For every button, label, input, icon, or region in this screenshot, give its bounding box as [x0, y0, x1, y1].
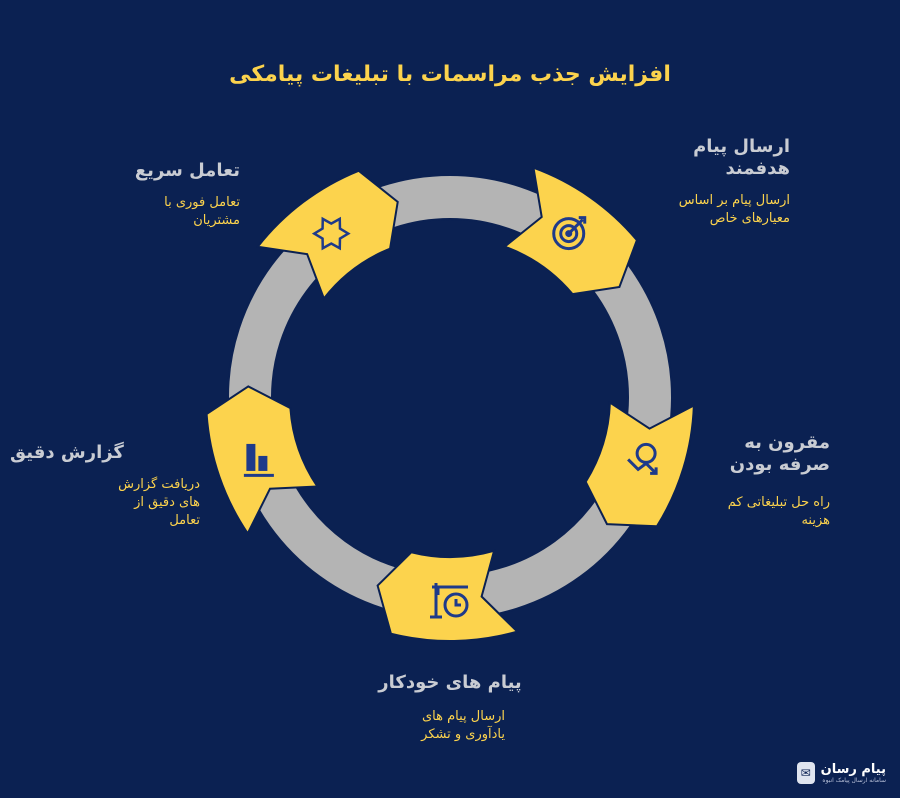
burst — [311, 216, 351, 251]
step-heading: مقرون به صرفه بودن — [729, 432, 830, 475]
bar — [246, 443, 256, 471]
arrow — [567, 216, 587, 235]
brand-logo: پیام رسان سامانه ارسال پیامک انبوه ✉ — [796, 762, 886, 784]
step-desc: ارسال پیام بر اساس معیارهای خاص — [678, 193, 790, 226]
step-3: پیام های خودکار ارسال پیام های یادآوری و… — [350, 672, 550, 744]
step-tab — [255, 169, 399, 301]
step-tab — [376, 549, 520, 642]
target-ring — [552, 217, 586, 251]
step-2: مقرون به صرفه بودن راه حل تبلیغاتی کم هز… — [630, 432, 830, 530]
step-4: گزارش دقیق دریافت گزارش های دقیق از تعام… — [0, 442, 200, 530]
step-heading: ارسال پیام هدفمند — [693, 136, 790, 179]
step-desc: راه حل تبلیغاتی کم هزینه — [727, 495, 830, 528]
step-heading: پیام های خودکار — [378, 672, 522, 693]
dollar-down-trend-icon — [627, 442, 658, 475]
target-ring — [559, 224, 579, 244]
clock-sign-icon — [430, 583, 469, 619]
trend-down — [627, 458, 658, 475]
step-tab — [584, 400, 695, 528]
step-desc: تعامل فوری با مشتریان — [164, 195, 240, 228]
step-5: تعامل سریع تعامل فوری با مشتریان — [40, 160, 240, 230]
bar-chart-icon — [243, 443, 274, 477]
target-icon — [552, 216, 587, 251]
step-1: ارسال پیام هدفمند ارسال پیام بر اساس معی… — [590, 136, 790, 228]
step-heading: تعامل سریع — [134, 160, 240, 181]
logo-mark-icon: ✉ — [796, 762, 815, 784]
clock — [443, 592, 469, 618]
step-heading: گزارش دقیق — [10, 442, 124, 463]
bar — [258, 455, 268, 471]
step-desc: ارسال پیام های یادآوری و تشکر — [421, 709, 505, 742]
sign-post — [430, 583, 468, 619]
burst-icon — [311, 216, 351, 251]
logo-tagline: سامانه ارسال پیامک انبوه — [822, 777, 886, 784]
page-title: افزایش جذب مراسمات با تبلیغات پیامکی — [229, 62, 671, 87]
logo-name: پیام رسان — [820, 762, 886, 777]
step-desc: دریافت گزارش های دقیق از تعامل — [118, 477, 200, 528]
